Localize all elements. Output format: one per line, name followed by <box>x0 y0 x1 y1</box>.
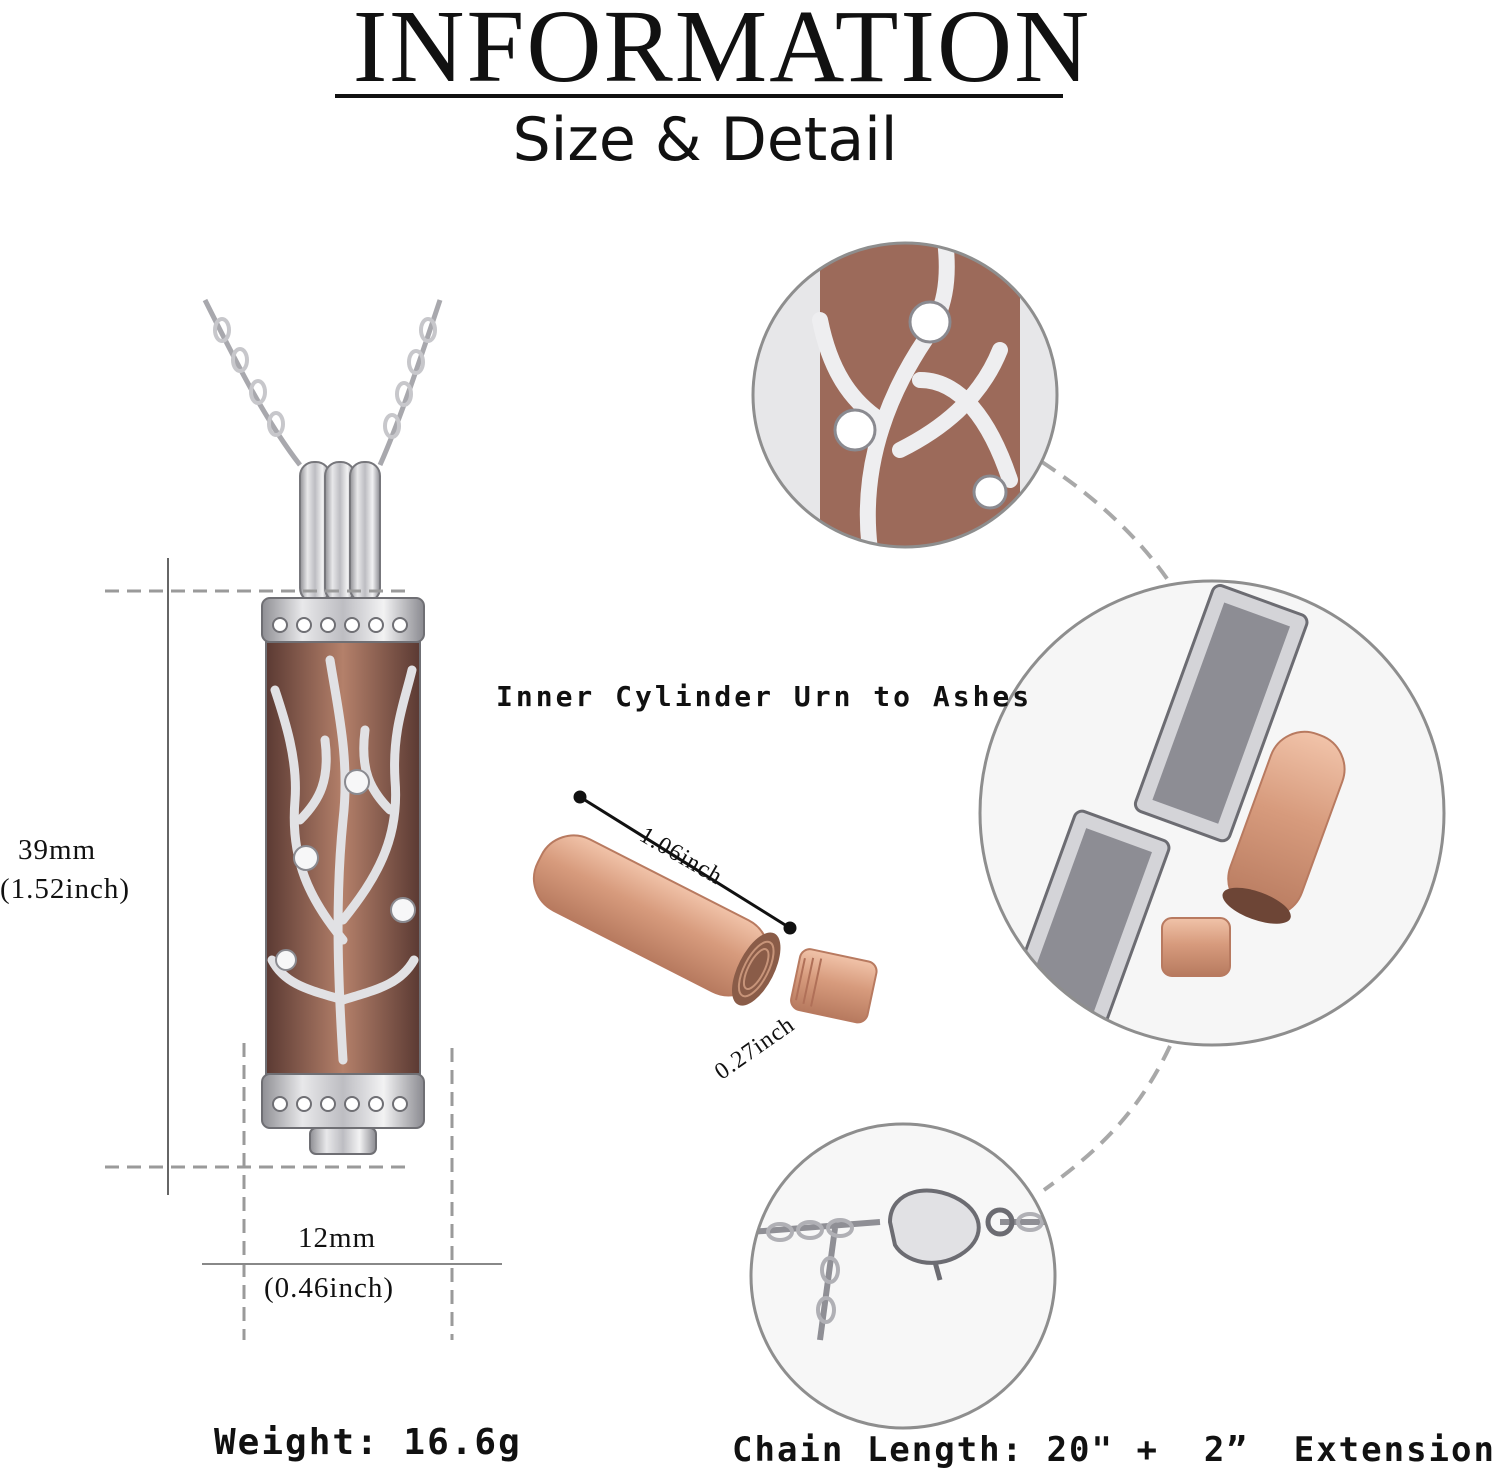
detail-circle-opened-locket <box>978 579 1446 1047</box>
detail-circle-clasp <box>749 1122 1057 1430</box>
pendant-bail <box>299 461 381 603</box>
title-underline <box>335 94 1063 98</box>
product-illustration <box>105 241 1446 1430</box>
height-dimension-lines <box>105 558 408 1195</box>
necklace-chain <box>202 298 443 467</box>
detail-circle-filigree <box>751 241 1059 549</box>
height-mm-label: 39mm <box>18 834 97 866</box>
width-dimension-lines <box>202 1043 502 1340</box>
weight-label: Weight: 16.6g <box>214 1422 522 1463</box>
width-mm-label: 12mm <box>298 1222 377 1254</box>
page-title: INFORMATION <box>352 0 1092 104</box>
page-subtitle: Size & Detail <box>512 105 898 175</box>
width-inch-label: (0.46inch) <box>264 1272 394 1304</box>
cylinder-length-line <box>573 790 797 935</box>
detail-connector-lines <box>1040 460 1172 1192</box>
pendant-body <box>261 597 425 1155</box>
inner-cylinder-label: Inner Cylinder Urn to Ashes <box>496 680 1033 713</box>
chain-length-label: Chain Length: 20" + 2” Extension <box>732 1430 1496 1470</box>
inner-cylinder-urn <box>532 834 878 1024</box>
height-inch-label: (1.52inch) <box>0 873 130 905</box>
